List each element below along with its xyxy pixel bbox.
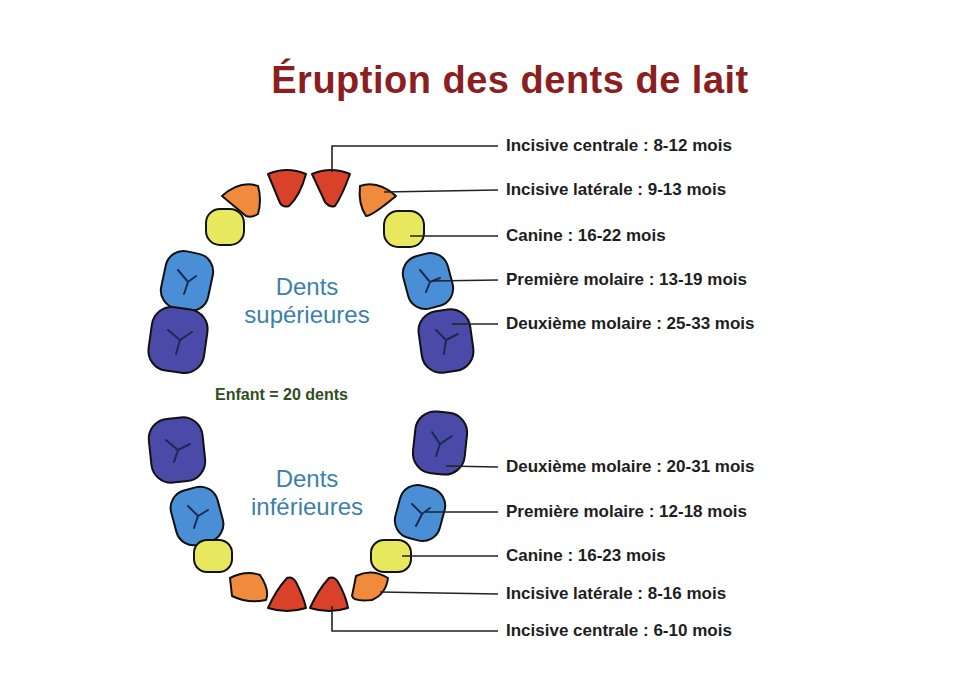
leader-lines: [332, 146, 498, 631]
upper-second-molar: [416, 307, 476, 376]
upper-lateral-incisor: [360, 184, 396, 216]
eruption-label: Première molaire : 13-19 mois: [506, 270, 747, 290]
diagram-title: Éruption des dents de lait: [271, 59, 749, 102]
upper-canine: [206, 209, 244, 245]
eruption-label: Incisive centrale : 6-10 mois: [506, 621, 732, 641]
lower-central-incisor: [268, 578, 306, 612]
eruption-label: Incisive latérale : 9-13 mois: [506, 180, 726, 200]
upper-first-molar: [157, 248, 216, 315]
upper-second-molar: [146, 304, 210, 375]
upper-central-incisor: [312, 170, 350, 207]
lower-canine: [194, 540, 232, 572]
molar-fissures: [166, 270, 458, 528]
eruption-label: Première molaire : 12-18 mois: [506, 502, 747, 522]
eruption-label: Incisive latérale : 8-16 mois: [506, 584, 726, 604]
lower-lateral-incisor: [352, 572, 388, 600]
jaw-label: Dents supérieures: [227, 273, 387, 329]
jaw-label: Dents inférieures: [227, 465, 387, 521]
lower-second-molar: [147, 415, 207, 484]
eruption-label: Canine : 16-23 mois: [506, 546, 666, 566]
eruption-label: Canine : 16-22 mois: [506, 226, 666, 246]
lower-lateral-incisor: [230, 573, 267, 601]
eruption-label: Deuxième molaire : 20-31 mois: [506, 457, 755, 477]
lower-first-molar: [391, 481, 449, 545]
upper-central-incisor: [268, 170, 306, 207]
lower-central-incisor: [310, 578, 348, 612]
eruption-label: Deuxième molaire : 25-33 mois: [506, 314, 755, 334]
eruption-label: Incisive centrale : 8-12 mois: [506, 136, 732, 156]
teeth-count: Enfant = 20 dents: [215, 386, 348, 404]
upper-canine: [384, 211, 424, 247]
